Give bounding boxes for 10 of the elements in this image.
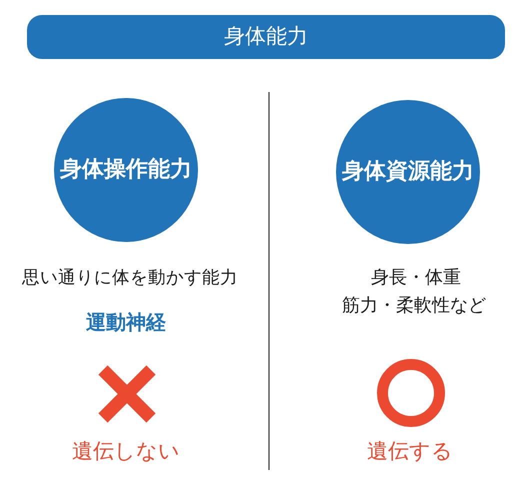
- description-text: 身長・体重: [371, 267, 461, 289]
- circle-title: 身体操作能力: [60, 156, 192, 184]
- verdict-text: 遺伝する: [367, 439, 453, 465]
- title-banner: [27, 15, 505, 59]
- keyword-text: 運動神経: [86, 310, 166, 334]
- circle-title: 身体資源能力: [342, 158, 474, 186]
- description-text: 思い通りに体を動かす能力: [22, 268, 238, 288]
- description-text: 筋力・柔軟性など: [342, 295, 486, 317]
- verdict-text: 遺伝しない: [72, 439, 180, 465]
- banner-title: 身体能力: [224, 24, 308, 50]
